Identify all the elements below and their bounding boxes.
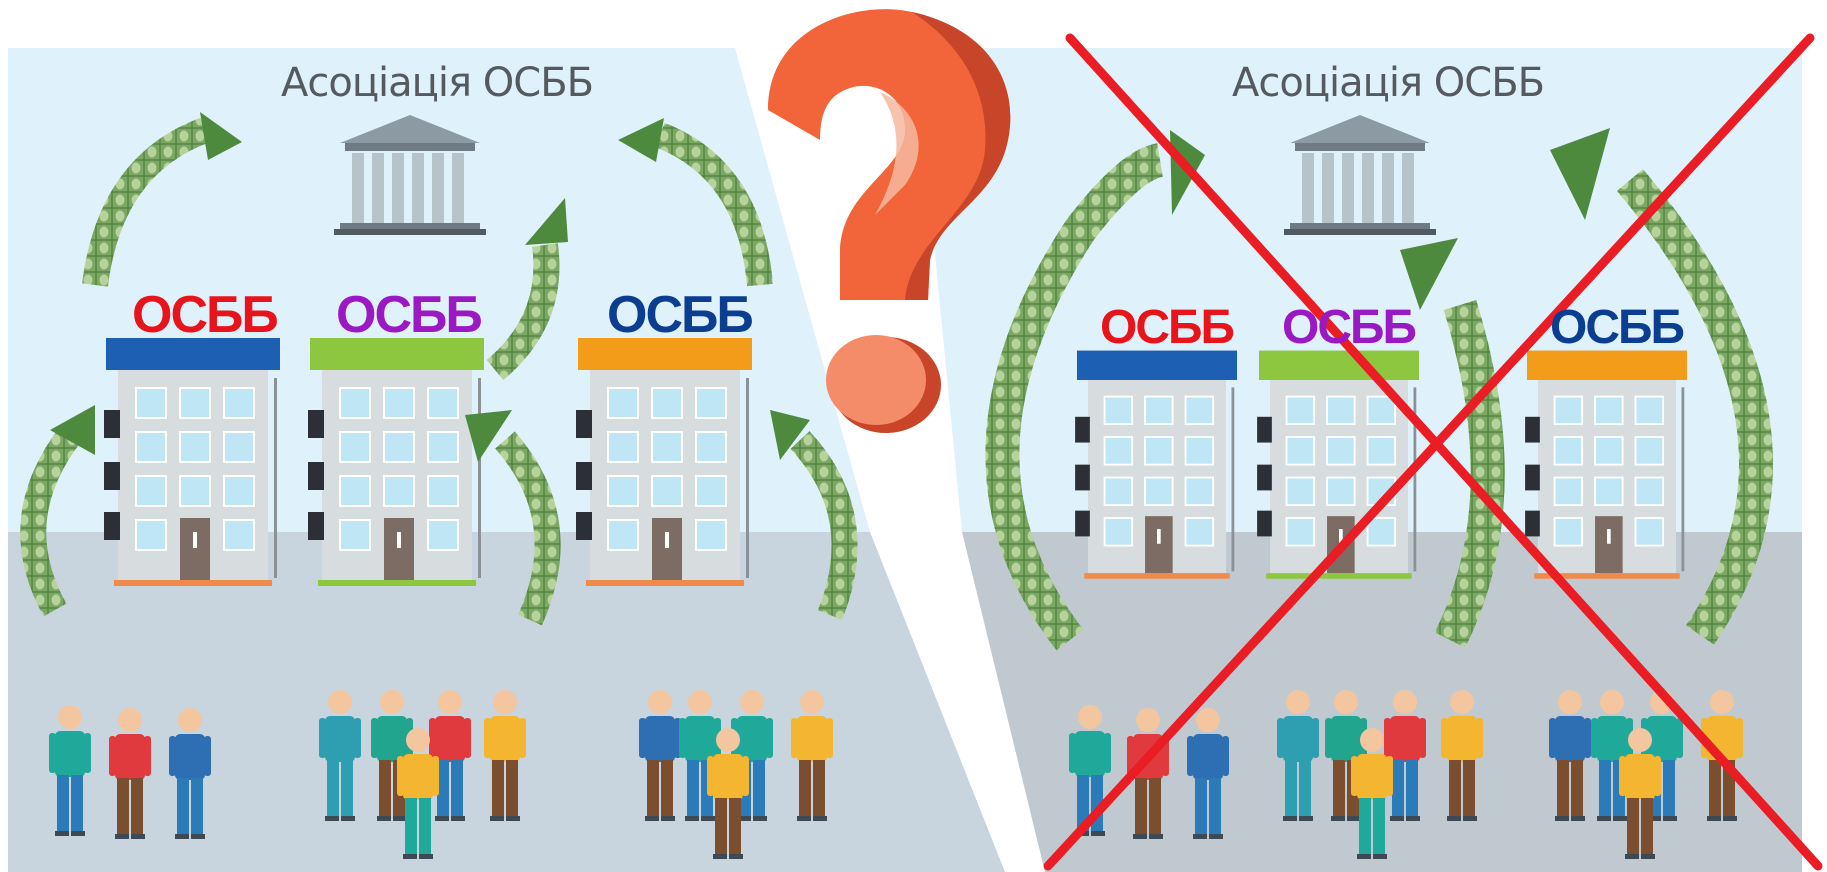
building-3-left (575, 338, 752, 586)
money-arrow-left-3 (486, 198, 568, 380)
left-building-2-label: ОСББ (336, 286, 483, 344)
question-mark-icon (768, 9, 1011, 433)
right-building-2-label: ОСББ (1282, 301, 1417, 354)
money-arrow-right-3 (1550, 128, 1773, 645)
money-arrow-right-2 (1400, 238, 1505, 648)
bank-icon (334, 115, 486, 235)
building-3-right (1524, 350, 1688, 579)
money-arrow-left-1 (82, 112, 242, 287)
building-2-right (1256, 350, 1420, 579)
cross-out-icon (1043, 33, 1823, 871)
roof (106, 338, 280, 370)
money-arrow-left-6 (770, 410, 858, 620)
money-arrow-left-4 (20, 405, 95, 617)
left-panel-title: Асоціація ОСББ (281, 60, 594, 106)
right-panel-title: Асоціація ОСББ (1232, 60, 1545, 106)
building-2-left (307, 338, 484, 586)
right-building-3-label: ОСББ (1550, 301, 1685, 354)
bank-icon-right (1284, 115, 1436, 235)
left-building-3-label: ОСББ (607, 286, 754, 344)
money-arrow-left-2 (618, 118, 773, 287)
building-1-right (1074, 350, 1238, 579)
right-building-1-label: ОСББ (1100, 301, 1235, 354)
left-building-1-label: ОСББ (132, 286, 279, 344)
building-1-left (103, 338, 280, 586)
money-arrow-left-5 (465, 410, 561, 626)
